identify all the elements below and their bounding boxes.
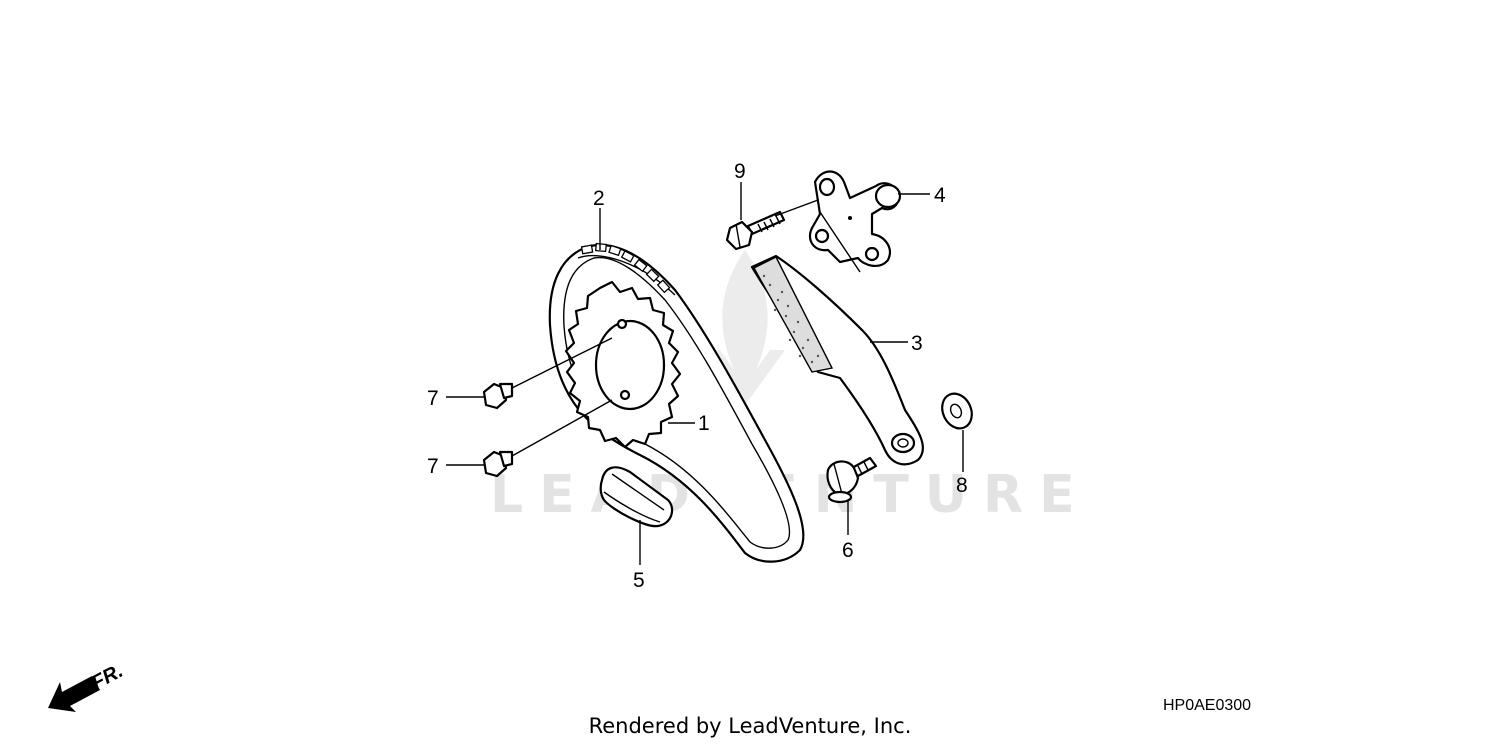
watermark-flame-icon [722,250,768,390]
callout-7-lower: 7 [427,455,439,478]
callout-5: 5 [633,569,645,592]
bolt-7-upper [482,382,514,410]
arm-pivot-hole [890,432,916,454]
callout-8: 8 [956,474,968,497]
diagram-code: HP0AE0300 [1163,697,1252,714]
callout-4: 4 [934,184,946,207]
washer-8 [941,392,973,430]
bolt-7-lower [482,450,514,478]
footer-credit: Rendered by LeadVenture, Inc. [588,714,912,738]
watermark-v-icon [705,350,785,405]
chain-links [580,242,671,294]
callout-1: 1 [698,412,710,435]
leader-lines [446,182,964,565]
callout-3: 3 [911,332,923,355]
callouts: 1 2 3 4 5 6 7 7 8 9 [427,160,968,592]
bolt-9 [725,210,786,251]
tensioner-arm [750,254,924,466]
bolt-6 [826,456,878,504]
front-arrow-icon [48,676,100,712]
callout-9: 9 [734,160,746,183]
cam-sprocket [564,280,682,449]
chain-guide [599,466,674,528]
callout-7-upper: 7 [427,387,439,410]
front-direction-indicator: FR. [48,660,127,712]
sprocket-hub-hole [594,319,666,411]
callout-6: 6 [842,539,854,562]
tensioner-lifter [808,170,902,267]
callout-2: 2 [593,187,605,210]
